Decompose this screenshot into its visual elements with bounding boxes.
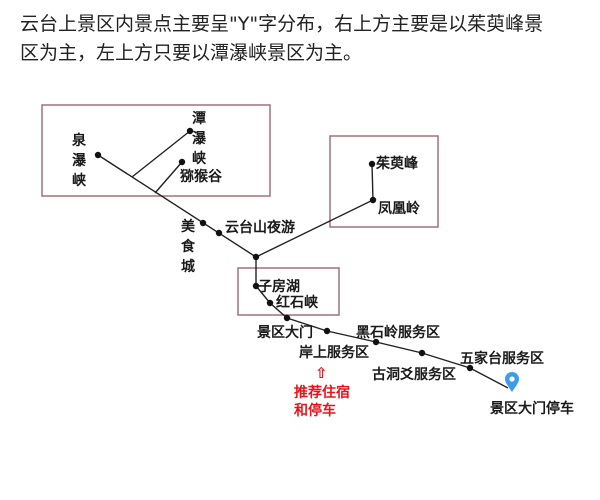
stop-heishiling-service[interactable] — [372, 338, 380, 346]
stop-hongshixia[interactable] — [266, 299, 274, 307]
label-quanpuxia-2: 瀑 — [72, 153, 87, 169]
label-meishicheng-1: 美 — [181, 218, 196, 235]
stop-fenghuangling[interactable] — [369, 196, 377, 204]
label-tanpuxia-1: 潭 — [192, 110, 206, 127]
label-zhuyufeng: 茱萸峰 — [375, 155, 419, 172]
label-hongshixia: 红石峡 — [276, 294, 319, 311]
recommend-line-1: 推荐住宿 — [294, 384, 350, 401]
stop-main-gate[interactable] — [283, 314, 291, 322]
label-gate-parking: 景区大门停车 — [490, 400, 574, 417]
intro-text: 云台上景区内景点主要呈"Y"字分布，右上方主要是以茱萸峰景 区为主，左上方只要以… — [20, 10, 590, 68]
up-arrow-icon: ⇧ — [315, 364, 328, 382]
location-pin-icon[interactable] — [505, 372, 519, 392]
label-wujiatai-service: 五家台服务区 — [460, 350, 544, 367]
stop-night-tour[interactable] — [215, 229, 223, 237]
stop-mihougu[interactable] — [178, 158, 186, 166]
intro-line-2: 区为主，左上方只要以潭瀑峡景区为主。 — [20, 42, 363, 64]
label-quanpuxia-3: 峡 — [72, 172, 87, 189]
label-meishicheng-2: 食 — [181, 238, 196, 255]
stop-zhuyufeng[interactable] — [368, 160, 376, 168]
label-fenghuangling: 凤凰岭 — [378, 200, 420, 217]
stop-gudongyao-service[interactable] — [418, 349, 426, 357]
stop-quanpuxia[interactable] — [94, 151, 102, 159]
label-gudongyao-service: 古洞爻服务区 — [372, 366, 456, 383]
recommend-line-2: 和停车 — [294, 402, 336, 419]
label-quanpuxia-1: 泉 — [72, 132, 87, 149]
label-tanpuxia-2: 瀑 — [192, 131, 207, 147]
stop-zifanghu[interactable] — [252, 282, 260, 290]
stop-wujiatai-service[interactable] — [466, 364, 474, 372]
label-mihougu: 猕猴谷 — [179, 168, 223, 185]
junction — [252, 253, 260, 261]
stop-anshang-service[interactable] — [323, 327, 331, 335]
route-stops — [94, 127, 474, 372]
label-heishiling-service: 黑石岭服务区 — [356, 324, 440, 341]
intro-line-1: 云台上景区内景点主要呈"Y"字分布，右上方主要是以茱萸峰景 — [20, 13, 544, 35]
right-upper-area-box — [329, 135, 439, 228]
left-upper-area-box — [41, 104, 271, 197]
label-anshang-service: 岸上服务区 — [299, 344, 369, 361]
label-tanpuxia-3: 峡 — [192, 150, 207, 167]
label-night-tour: 云台山夜游 — [225, 219, 295, 236]
label-meishicheng-3: 城 — [181, 258, 195, 275]
stop-tanpuxia[interactable] — [186, 127, 194, 135]
middle-area-box — [237, 267, 340, 316]
label-main-gate: 景区大门 — [257, 324, 313, 341]
label-zifanghu: 子房湖 — [258, 278, 300, 295]
stop-meishicheng[interactable] — [199, 219, 207, 227]
